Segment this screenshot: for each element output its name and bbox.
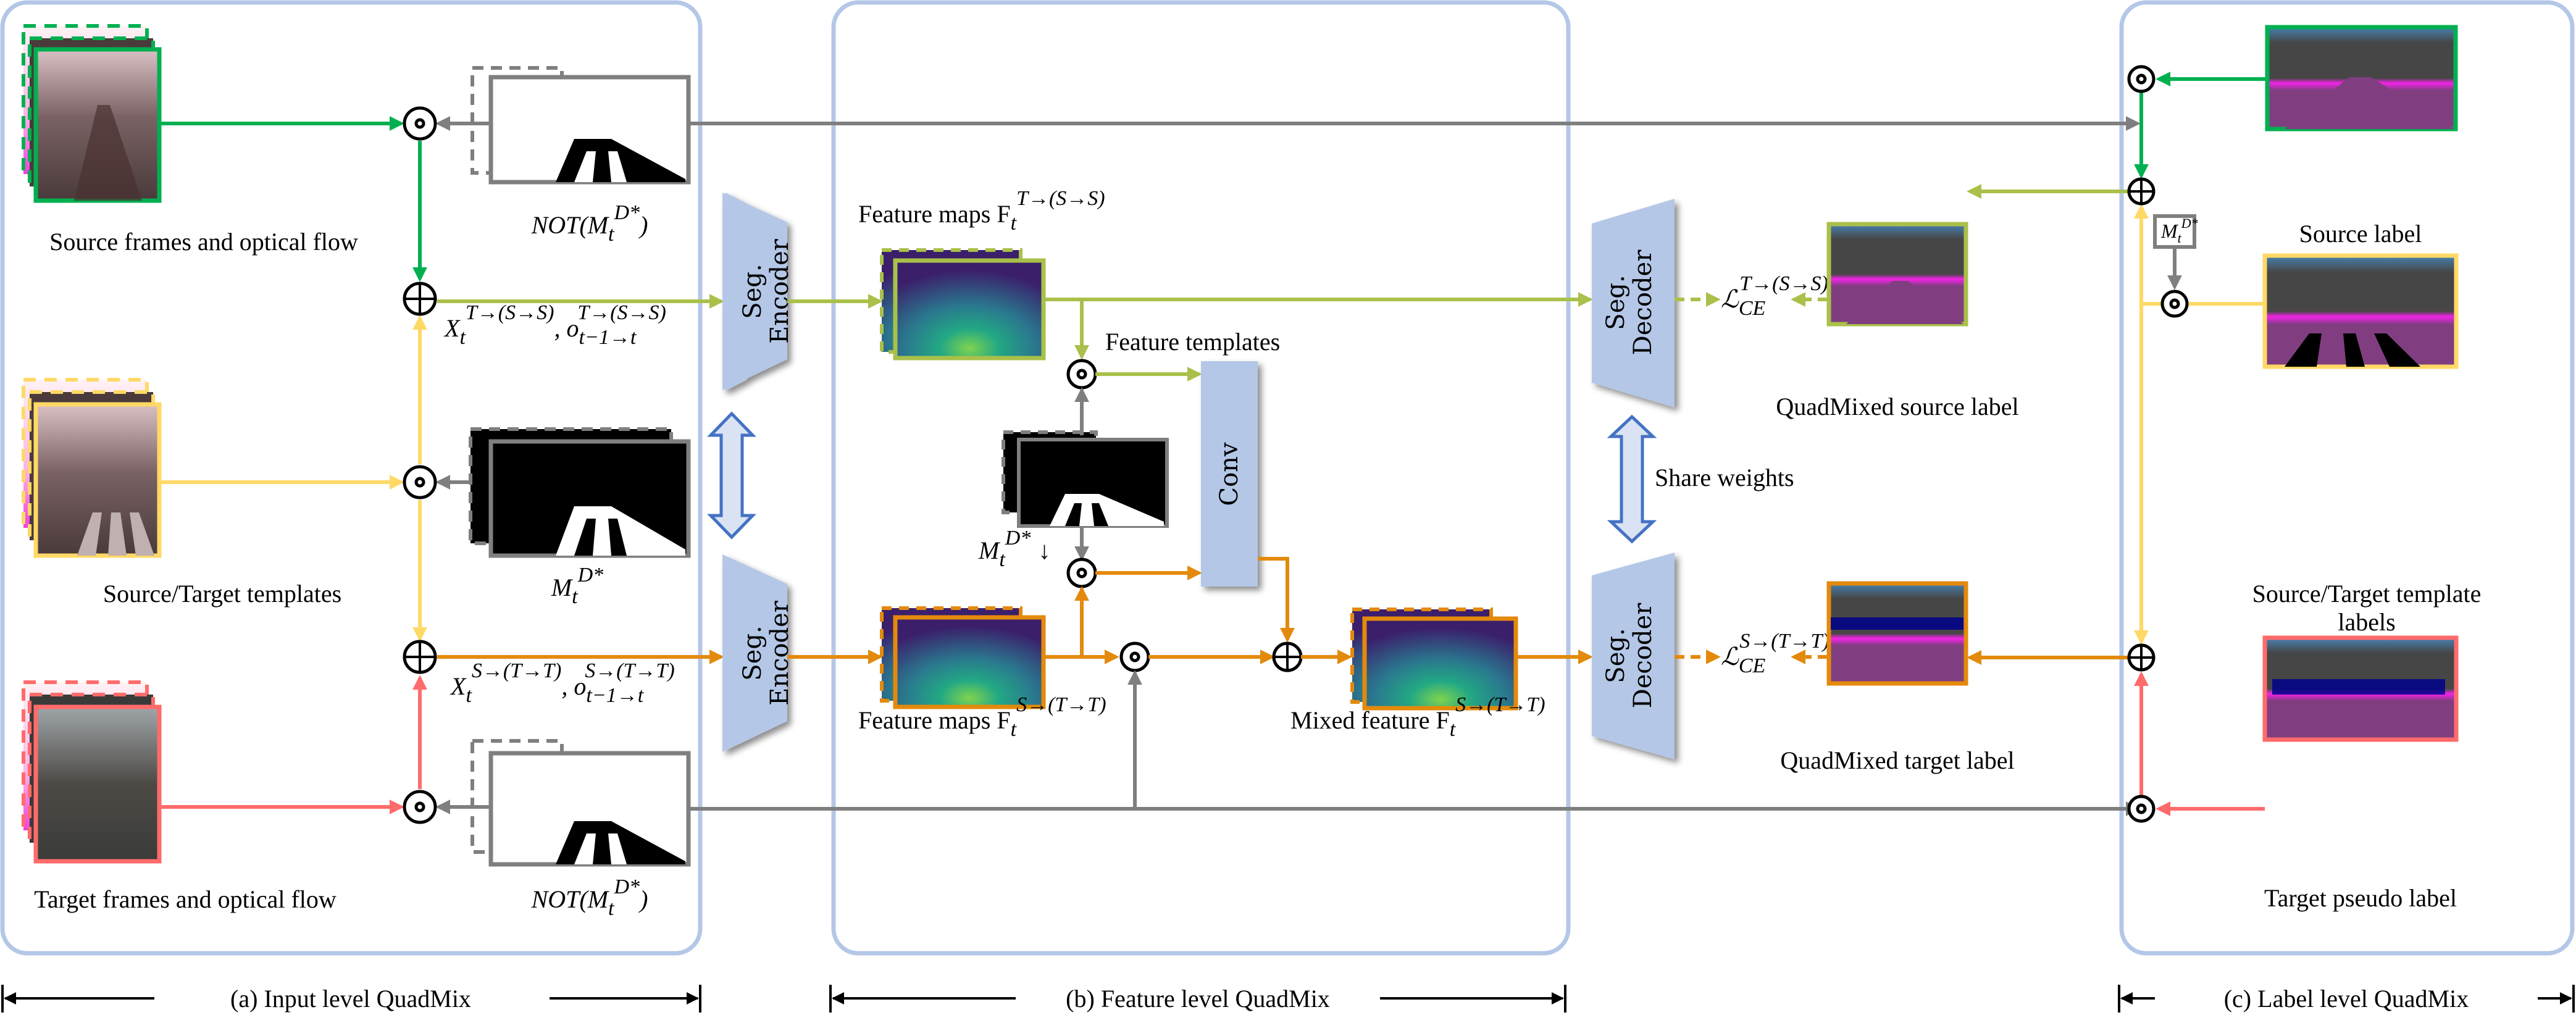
share-weights-arrow-encoder (707, 411, 756, 540)
feature-maps-top (880, 248, 1046, 361)
mask-downsample-label: MtD*↓ (978, 527, 1050, 571)
add-op-source (403, 282, 437, 316)
quadmixed-source-label-caption: QuadMixed source label (1776, 393, 2018, 420)
source-frames-stack (22, 24, 162, 203)
share-weights-arrow-decoder (1607, 414, 1657, 544)
multiply-op-template (403, 465, 437, 499)
feature-maps-bottom-label: Feature maps FtS→(T→T) (858, 693, 1106, 741)
quadmixed-target-label-image (1826, 581, 1968, 686)
caption-input-level-text: (a) Input level QuadMix (230, 985, 471, 1013)
multiply-op-template-label (2160, 290, 2189, 318)
source-label-caption: Source label (2299, 220, 2422, 248)
not-mask-bottom-label: NOT(MtD*) (531, 875, 648, 920)
multiply-op-feature-bottom (1119, 641, 1150, 672)
feature-templates-label: Feature templates (1105, 328, 1280, 356)
seg-decoder-bottom (1592, 553, 1675, 759)
panel-input-level (0, 0, 703, 956)
caption-feature-level-text: (b) Feature level QuadMix (1066, 985, 1330, 1013)
panel-feature-level (831, 0, 1571, 956)
downsampled-mask (1002, 430, 1169, 528)
mask-middle (469, 427, 691, 558)
panel-label-level (2119, 0, 2575, 956)
mixed-feature-maps (1350, 608, 1518, 711)
mixed-source-input-formula: XtT→(S→S), ot−1→tT→(S→S) (443, 301, 666, 349)
mixed-target-input-formula: XtS→(T→T), ot−1→tS→(T→T) (450, 659, 675, 707)
target-frames-caption: Target frames and optical flow (34, 885, 337, 913)
source-frames-caption: Source frames and optical flow (49, 228, 358, 256)
seg-encoder-top-label: Seg.Encoder (738, 238, 794, 344)
caption-input-level: (a) Input level QuadMix (1, 985, 701, 1013)
templates-stack (22, 378, 162, 558)
mask-box-label-level (2153, 214, 2196, 249)
add-op-label-top (2127, 177, 2156, 206)
seg-decoder-top-label: Seg.Decoder (1602, 249, 1657, 356)
multiply-op-feature-mask (1066, 558, 1097, 588)
loss-top: ℒCET→(S→S) (1721, 272, 1828, 320)
target-frame-image (33, 704, 162, 864)
add-op-label-bottom (2127, 643, 2156, 672)
seg-encoder-bottom (722, 554, 787, 752)
feature-maps-bottom (880, 606, 1046, 709)
add-op-feature (1272, 641, 1303, 672)
not-mask-bottom (470, 739, 691, 867)
loss-bottom: ℒCES→(T→T) (1721, 630, 1830, 677)
caption-label-level-text: (c) Label level QuadMix (2224, 985, 2469, 1013)
multiply-op-target (403, 790, 437, 824)
not-mask-top-label: NOT(MtD*) (531, 201, 648, 246)
target-pseudo-label-caption: Target pseudo label (2264, 884, 2457, 912)
multiply-op-source-label (2127, 65, 2156, 93)
mixed-feature-label: Mixed feature FtS→(T→T) (1290, 693, 1545, 741)
conv-label: Conv (1215, 442, 1244, 506)
mask-box-label: MtD* (2160, 215, 2198, 246)
seg-encoder-bottom-label: Seg.Encoder (738, 600, 794, 706)
add-op-target (403, 640, 437, 674)
template-label-image (2262, 253, 2459, 369)
feature-maps-top-label: Feature maps FtT→(S→S) (858, 187, 1105, 235)
seg-decoder-bottom-label: Seg.Decoder (1602, 603, 1657, 709)
mask-middle-label: MtD* (551, 564, 603, 608)
templates-caption: Source/Target templates (103, 580, 341, 608)
seg-encoder-top (722, 193, 787, 391)
not-mask-top (470, 66, 691, 185)
quadmixed-target-label-caption: QuadMixed target label (1780, 746, 2014, 774)
caption-feature-level: (b) Feature level QuadMix (829, 985, 1566, 1013)
multiply-op-pseudo-label (2127, 795, 2156, 823)
share-weights-label: Share weights (1655, 464, 1794, 491)
conv-block (1201, 361, 1258, 587)
multiply-op-feature-template (1066, 359, 1097, 390)
arrow-conv-to-add (1258, 557, 1295, 643)
seg-decoder-top (1592, 199, 1675, 407)
target-frames-stack (22, 680, 162, 864)
multiply-op-source (403, 106, 437, 141)
caption-label-level: (c) Label level QuadMix (2118, 985, 2575, 1013)
